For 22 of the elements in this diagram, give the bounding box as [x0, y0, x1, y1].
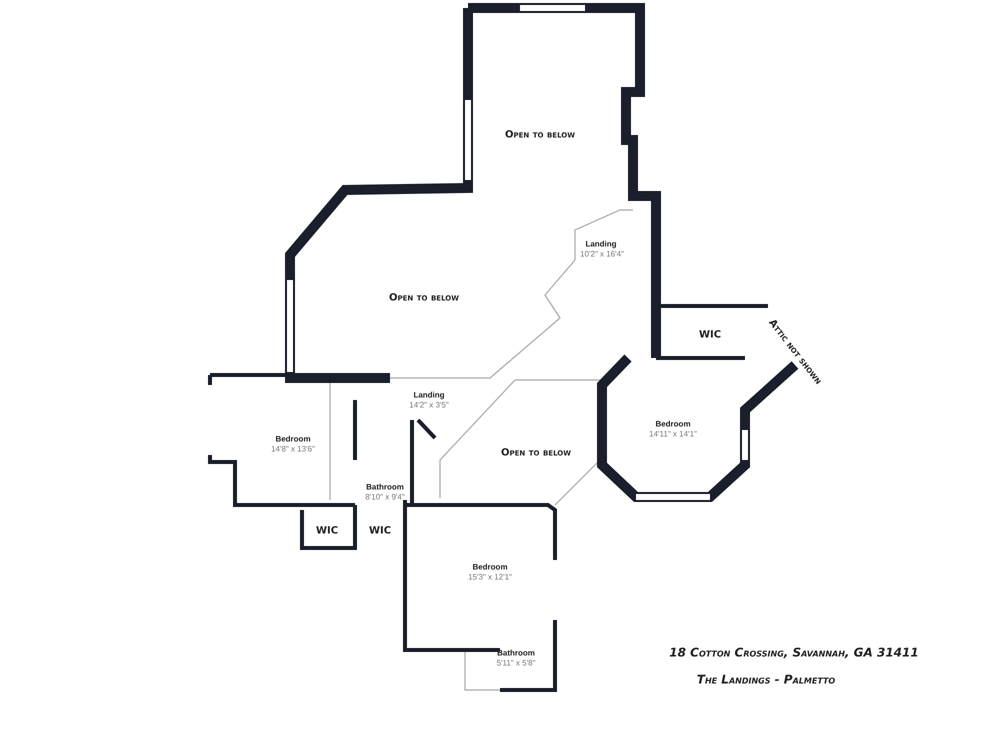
address: 18 Cotton Crossing, Savannah, GA 31411: [669, 646, 919, 660]
room-dimension: 5'11" x 5'8": [496, 660, 536, 668]
room-name: WIC: [368, 526, 392, 536]
room-name: Bedroom: [472, 564, 508, 572]
room-name: Bedroom: [275, 436, 311, 444]
room-name: WIC: [316, 526, 338, 536]
room-name: WIC: [698, 330, 722, 340]
area-label: Open to below: [505, 130, 575, 140]
area-label: Open to below: [389, 292, 459, 304]
area-label: Open to below: [501, 448, 571, 458]
room-dimension: 15'3" x 12'1": [468, 574, 512, 582]
room-name: Bathroom: [497, 650, 535, 658]
room-name: Bathroom: [366, 484, 404, 492]
room-name: Landing: [413, 392, 445, 400]
room-name: Bedroom: [655, 420, 691, 430]
room-dimension: 14'8" x 13'6": [271, 446, 315, 454]
room-dimension: 8'10" x 9'4": [365, 494, 405, 502]
room-dimension: 14'11" x 14'1": [649, 430, 697, 440]
subdivision-name: The Landings - Palmetto: [696, 673, 836, 687]
room-dimension: 10'2" x 16'4": [580, 250, 624, 260]
room-dimension: 14'2" x 3'5": [409, 402, 449, 410]
room-name: Landing: [585, 240, 617, 250]
